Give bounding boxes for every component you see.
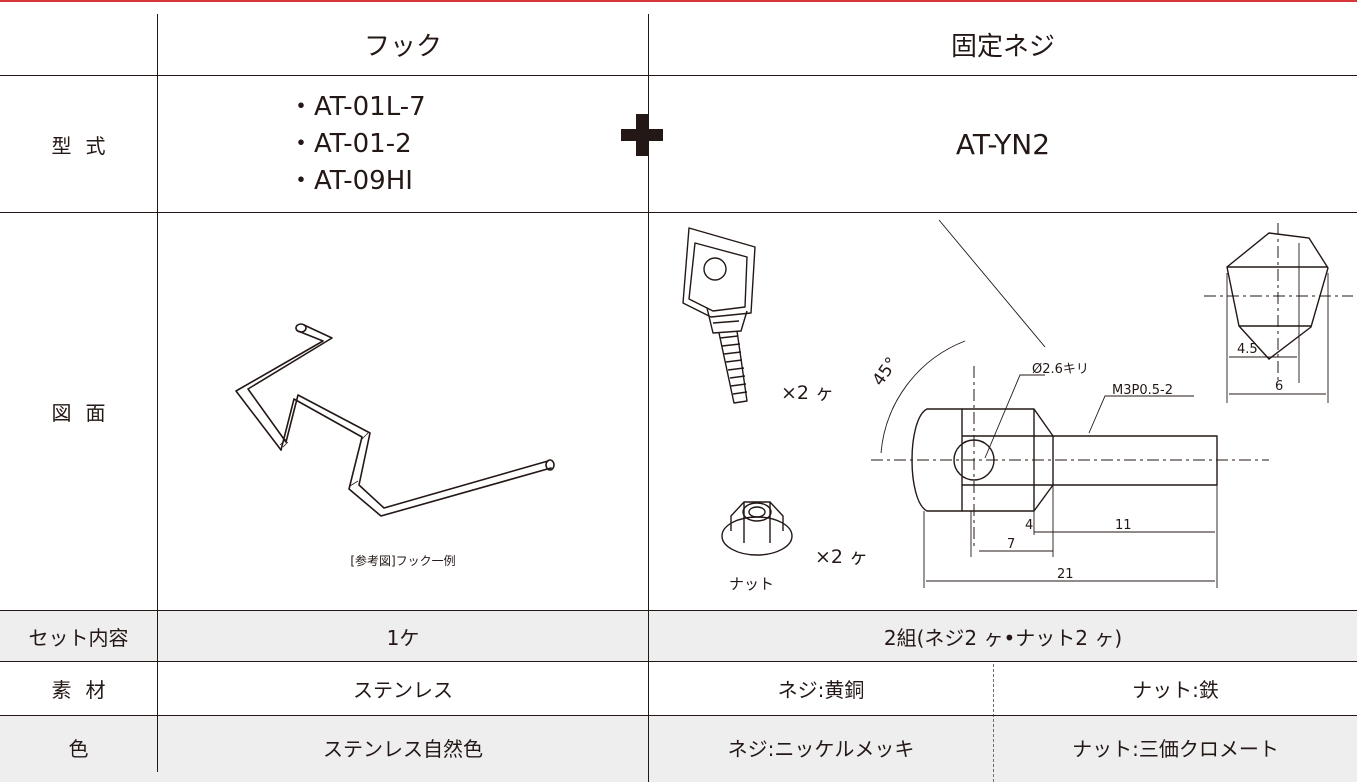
dim-4-5: 4.5 <box>1237 342 1258 357</box>
set-hook-value: 1ケ <box>386 625 420 650</box>
grid-row-divider-3 <box>0 610 1357 611</box>
dim-21: 21 <box>1057 567 1074 582</box>
grid-row-divider-4 <box>0 661 1357 662</box>
set-row-label: セット内容 <box>28 625 129 650</box>
material-nut-value: ナット:鉄 <box>1132 678 1219 702</box>
drawing-row-label: 図面 <box>51 401 120 425</box>
dim-6: 6 <box>1275 379 1283 394</box>
material-screw-value: ネジ:黄銅 <box>777 678 865 702</box>
set-screw-value: 2組(ネジ2 ヶ•ナット2 ヶ) <box>883 625 1123 650</box>
screw-quantity: ×2 ヶ <box>781 382 834 404</box>
material-hook-value: ステンレス <box>353 678 453 702</box>
hook-model-item: ・AT-01L-7 <box>288 91 426 122</box>
hook-model-list: ・AT-01L-7 ・AT-01-2 ・AT-09HI <box>158 76 648 212</box>
dim-thread: M3P0.5-2 <box>1112 383 1173 398</box>
plus-icon-vertical <box>636 114 648 156</box>
color-hook-value: ステンレス自然色 <box>323 736 483 761</box>
material-row-label: 素材 <box>51 678 120 702</box>
hook-drawing: [参考図]フック一例 <box>235 323 555 568</box>
grid-row-divider-5 <box>0 715 1357 716</box>
grid-col-divider-2 <box>648 14 649 782</box>
hook-model-item: ・AT-09HI <box>288 165 413 196</box>
model-row-label: 型式 <box>51 133 120 158</box>
color-row-background <box>0 715 1357 782</box>
nut-quantity: ×2 ヶ <box>815 546 868 568</box>
color-screw-value: ネジ:ニッケルメッキ <box>727 736 915 761</box>
header-hook: フック <box>363 31 442 62</box>
hook-model-item: ・AT-01-2 <box>288 128 412 159</box>
dim-angle: 45° <box>869 354 903 390</box>
color-row-label: 色 <box>68 736 89 761</box>
dim-11: 11 <box>1115 518 1132 533</box>
color-nut-value: ナット:三価クロメート <box>1072 736 1279 761</box>
dim-4: 4 <box>1025 518 1033 533</box>
grid-row-divider-1 <box>0 75 1357 76</box>
grid-col-divider-3 <box>993 664 994 782</box>
grid-row-divider-2 <box>0 212 1357 213</box>
top-accent-rule <box>0 0 1357 2</box>
dim-7: 7 <box>1007 537 1015 552</box>
set-row-background <box>0 610 1357 661</box>
screw-model: AT-YN2 <box>955 127 1051 161</box>
screw-technical-drawing: ×2 ヶ ×2 ヶ ナット 45° Ø2.6キリ M3P0.5-2 4 7 11… <box>682 219 1353 593</box>
dim-hole: Ø2.6キリ <box>1032 362 1089 377</box>
grid-col-divider-1 <box>157 14 158 772</box>
hook-caption: [参考図]フック一例 <box>350 553 455 568</box>
nut-label: ナット <box>729 575 774 593</box>
header-screw: 固定ネジ <box>950 31 1055 62</box>
